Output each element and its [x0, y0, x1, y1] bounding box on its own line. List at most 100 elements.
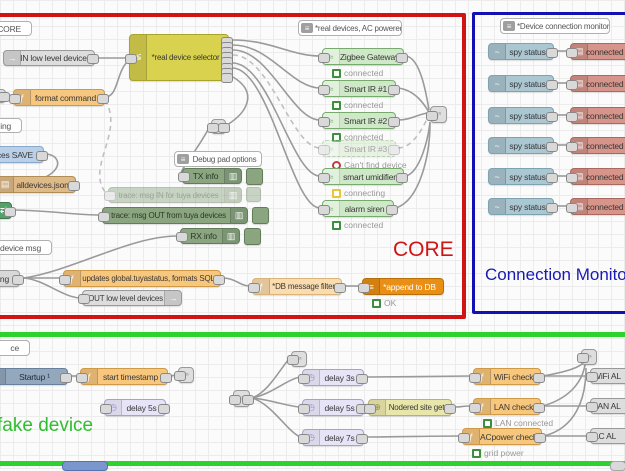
port[interactable] [36, 150, 48, 161]
swap-node[interactable]: ⇄ [0, 202, 16, 219]
port[interactable] [318, 204, 330, 215]
connected-2[interactable]: ▤connected [566, 75, 625, 92]
port[interactable] [388, 116, 400, 127]
link-node-d[interactable]: ↗ [174, 367, 194, 383]
port[interactable] [248, 282, 260, 293]
port[interactable] [229, 394, 241, 405]
port[interactable] [160, 372, 172, 383]
port[interactable] [98, 211, 110, 222]
port[interactable] [546, 141, 558, 152]
delay-7s[interactable]: ◷delay 7s [298, 429, 368, 446]
port[interactable] [566, 202, 578, 213]
connected-3[interactable]: ▤connected [566, 107, 625, 124]
wire[interactable] [98, 99, 112, 194]
core-label-comment[interactable]: CORE [0, 21, 32, 36]
wire[interactable] [405, 55, 430, 111]
spy-status-4[interactable]: ~spy status [488, 137, 558, 154]
trace-msg-in-debug[interactable]: ▥trace: msg IN for tuya devices [104, 187, 242, 203]
port[interactable] [318, 116, 330, 127]
in-low-level-devices[interactable]: →IN low level devices [3, 50, 99, 66]
port[interactable] [396, 52, 408, 63]
link-node-b[interactable]: ↗ [207, 119, 230, 134]
wire[interactable] [251, 358, 290, 399]
grey-node-stub[interactable] [610, 461, 625, 471]
wire[interactable] [365, 375, 472, 378]
ing-comment[interactable]: ing [0, 118, 22, 133]
port[interactable] [546, 202, 558, 213]
wire[interactable] [251, 376, 301, 399]
out-device-msg-comment[interactable]: T device msg [0, 240, 52, 255]
port[interactable] [318, 144, 330, 155]
port[interactable] [566, 111, 578, 122]
startup-inject[interactable]: ●Startup ¹ [0, 368, 72, 385]
debug-pad-options-comment[interactable]: ≡Debug pad options [174, 151, 262, 167]
append-to-db[interactable]: ≡*append to DB [358, 278, 444, 295]
port[interactable] [287, 355, 299, 365]
wifi-alive-link[interactable]: WiFi AL [586, 368, 625, 384]
real-device-selector[interactable]: ≶*real device selector [125, 34, 233, 83]
connected-1[interactable]: ▤connected [566, 43, 625, 60]
port[interactable] [533, 372, 545, 383]
port[interactable] [334, 282, 346, 293]
real-devices-comment[interactable]: ≡*real devices, AC powered [298, 20, 402, 36]
wire[interactable] [542, 364, 586, 407]
wire[interactable] [397, 114, 430, 149]
connected-5[interactable]: ▤connected [566, 168, 625, 185]
wire[interactable] [23, 235, 179, 279]
ce-comment[interactable]: ce [0, 340, 30, 356]
link-hub[interactable]: ↗ [229, 390, 254, 407]
core-group[interactable] [0, 13, 466, 319]
port[interactable] [469, 402, 481, 413]
wire[interactable] [543, 367, 587, 437]
smart-ir-1[interactable]: ≈Smart IR #1 [318, 80, 400, 97]
port[interactable] [586, 432, 598, 442]
port[interactable] [68, 180, 80, 191]
spy-status-3[interactable]: ~spy status [488, 107, 558, 124]
wire[interactable] [232, 49, 321, 121]
wire[interactable] [222, 277, 251, 287]
debug-toggle-button[interactable] [244, 228, 261, 245]
port[interactable] [469, 372, 481, 383]
port[interactable] [458, 432, 470, 443]
wire[interactable] [232, 44, 321, 89]
debug-toggle-button[interactable] [252, 207, 269, 224]
zigbee-gateway[interactable]: ≈Zigbee Gateway [318, 48, 408, 65]
spy-status-1[interactable]: ~spy status [488, 43, 558, 60]
port[interactable] [586, 372, 598, 382]
port[interactable] [396, 172, 408, 183]
port[interactable] [298, 403, 310, 414]
port[interactable] [242, 394, 254, 405]
fake-device-group[interactable] [0, 332, 625, 466]
port[interactable] [9, 93, 21, 104]
connected-4[interactable]: ▤connected [566, 137, 625, 154]
wire[interactable] [397, 112, 430, 121]
port[interactable] [100, 403, 112, 414]
tx-info-debug[interactable]: ▥TX info [178, 168, 242, 184]
port[interactable] [546, 47, 558, 58]
delay-5s-lone[interactable]: ◷delay 5s [100, 399, 170, 416]
connection-monitor-group[interactable] [472, 12, 625, 314]
port[interactable] [318, 84, 330, 95]
port[interactable] [388, 144, 400, 155]
devices-save[interactable]: ices SAVE [0, 146, 48, 163]
port[interactable] [358, 282, 370, 293]
port[interactable] [546, 79, 558, 90]
port[interactable] [318, 172, 330, 183]
spy-status-6[interactable]: ~spy status [488, 198, 558, 215]
port[interactable] [586, 402, 598, 412]
port[interactable] [566, 141, 578, 152]
port[interactable] [213, 274, 225, 285]
wire[interactable] [365, 435, 461, 438]
smart-ir-3[interactable]: ≈Smart IR #3 [318, 140, 400, 157]
port[interactable] [426, 110, 438, 121]
wire[interactable] [251, 397, 301, 408]
wire[interactable] [104, 61, 128, 98]
link-node-f[interactable]: ↗ [577, 349, 597, 365]
port[interactable] [78, 294, 90, 304]
link-node-a[interactable]: ↗ [0, 89, 10, 103]
out-low-level-devices[interactable]: →OUT low level devices [78, 290, 182, 306]
spy-status-2[interactable]: ~spy status [488, 75, 558, 92]
